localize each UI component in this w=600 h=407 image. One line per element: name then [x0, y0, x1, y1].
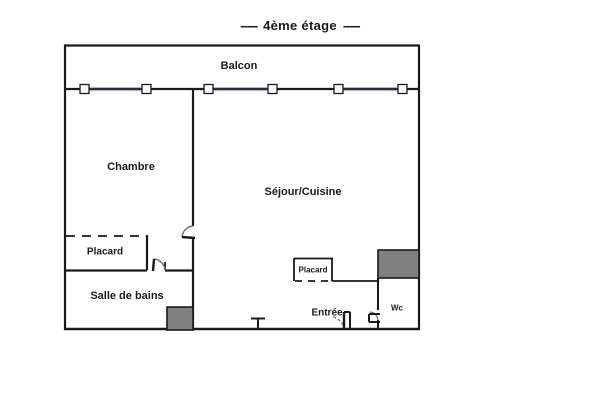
room-label-chambre: Chambre [107, 161, 155, 173]
room-label-placard-chambre: Placard [86, 246, 124, 258]
door-chambre [181, 225, 196, 240]
room-label-salle-de-bains: Salle de bains [90, 290, 164, 302]
title-right-dashes: ----- [342, 18, 361, 33]
door-entree [251, 311, 351, 331]
room-label-balcon: Balcon [220, 60, 258, 72]
wc-fixture-block [377, 249, 420, 279]
bathtub-fixture [166, 306, 194, 331]
title-text: 4ème étage [263, 18, 337, 33]
room-label-placard-sejour: Placard [298, 265, 328, 275]
window-sejour-right [333, 83, 408, 95]
placard-sejour [293, 257, 333, 282]
door-salle-de-bains [151, 258, 166, 272]
room-label-wc: Wc [391, 303, 403, 313]
title-left-dashes: ----- [240, 18, 258, 33]
room-label-sejour-cuisine: Séjour/Cuisine [264, 186, 342, 198]
door-wc [368, 311, 380, 323]
room-label-entree: Entrée [311, 307, 343, 319]
window-sejour-left [203, 83, 278, 95]
outer-walls [63, 44, 421, 331]
window-chambre [79, 83, 152, 95]
page-title: ----- 4ème étage ----- [0, 18, 600, 33]
